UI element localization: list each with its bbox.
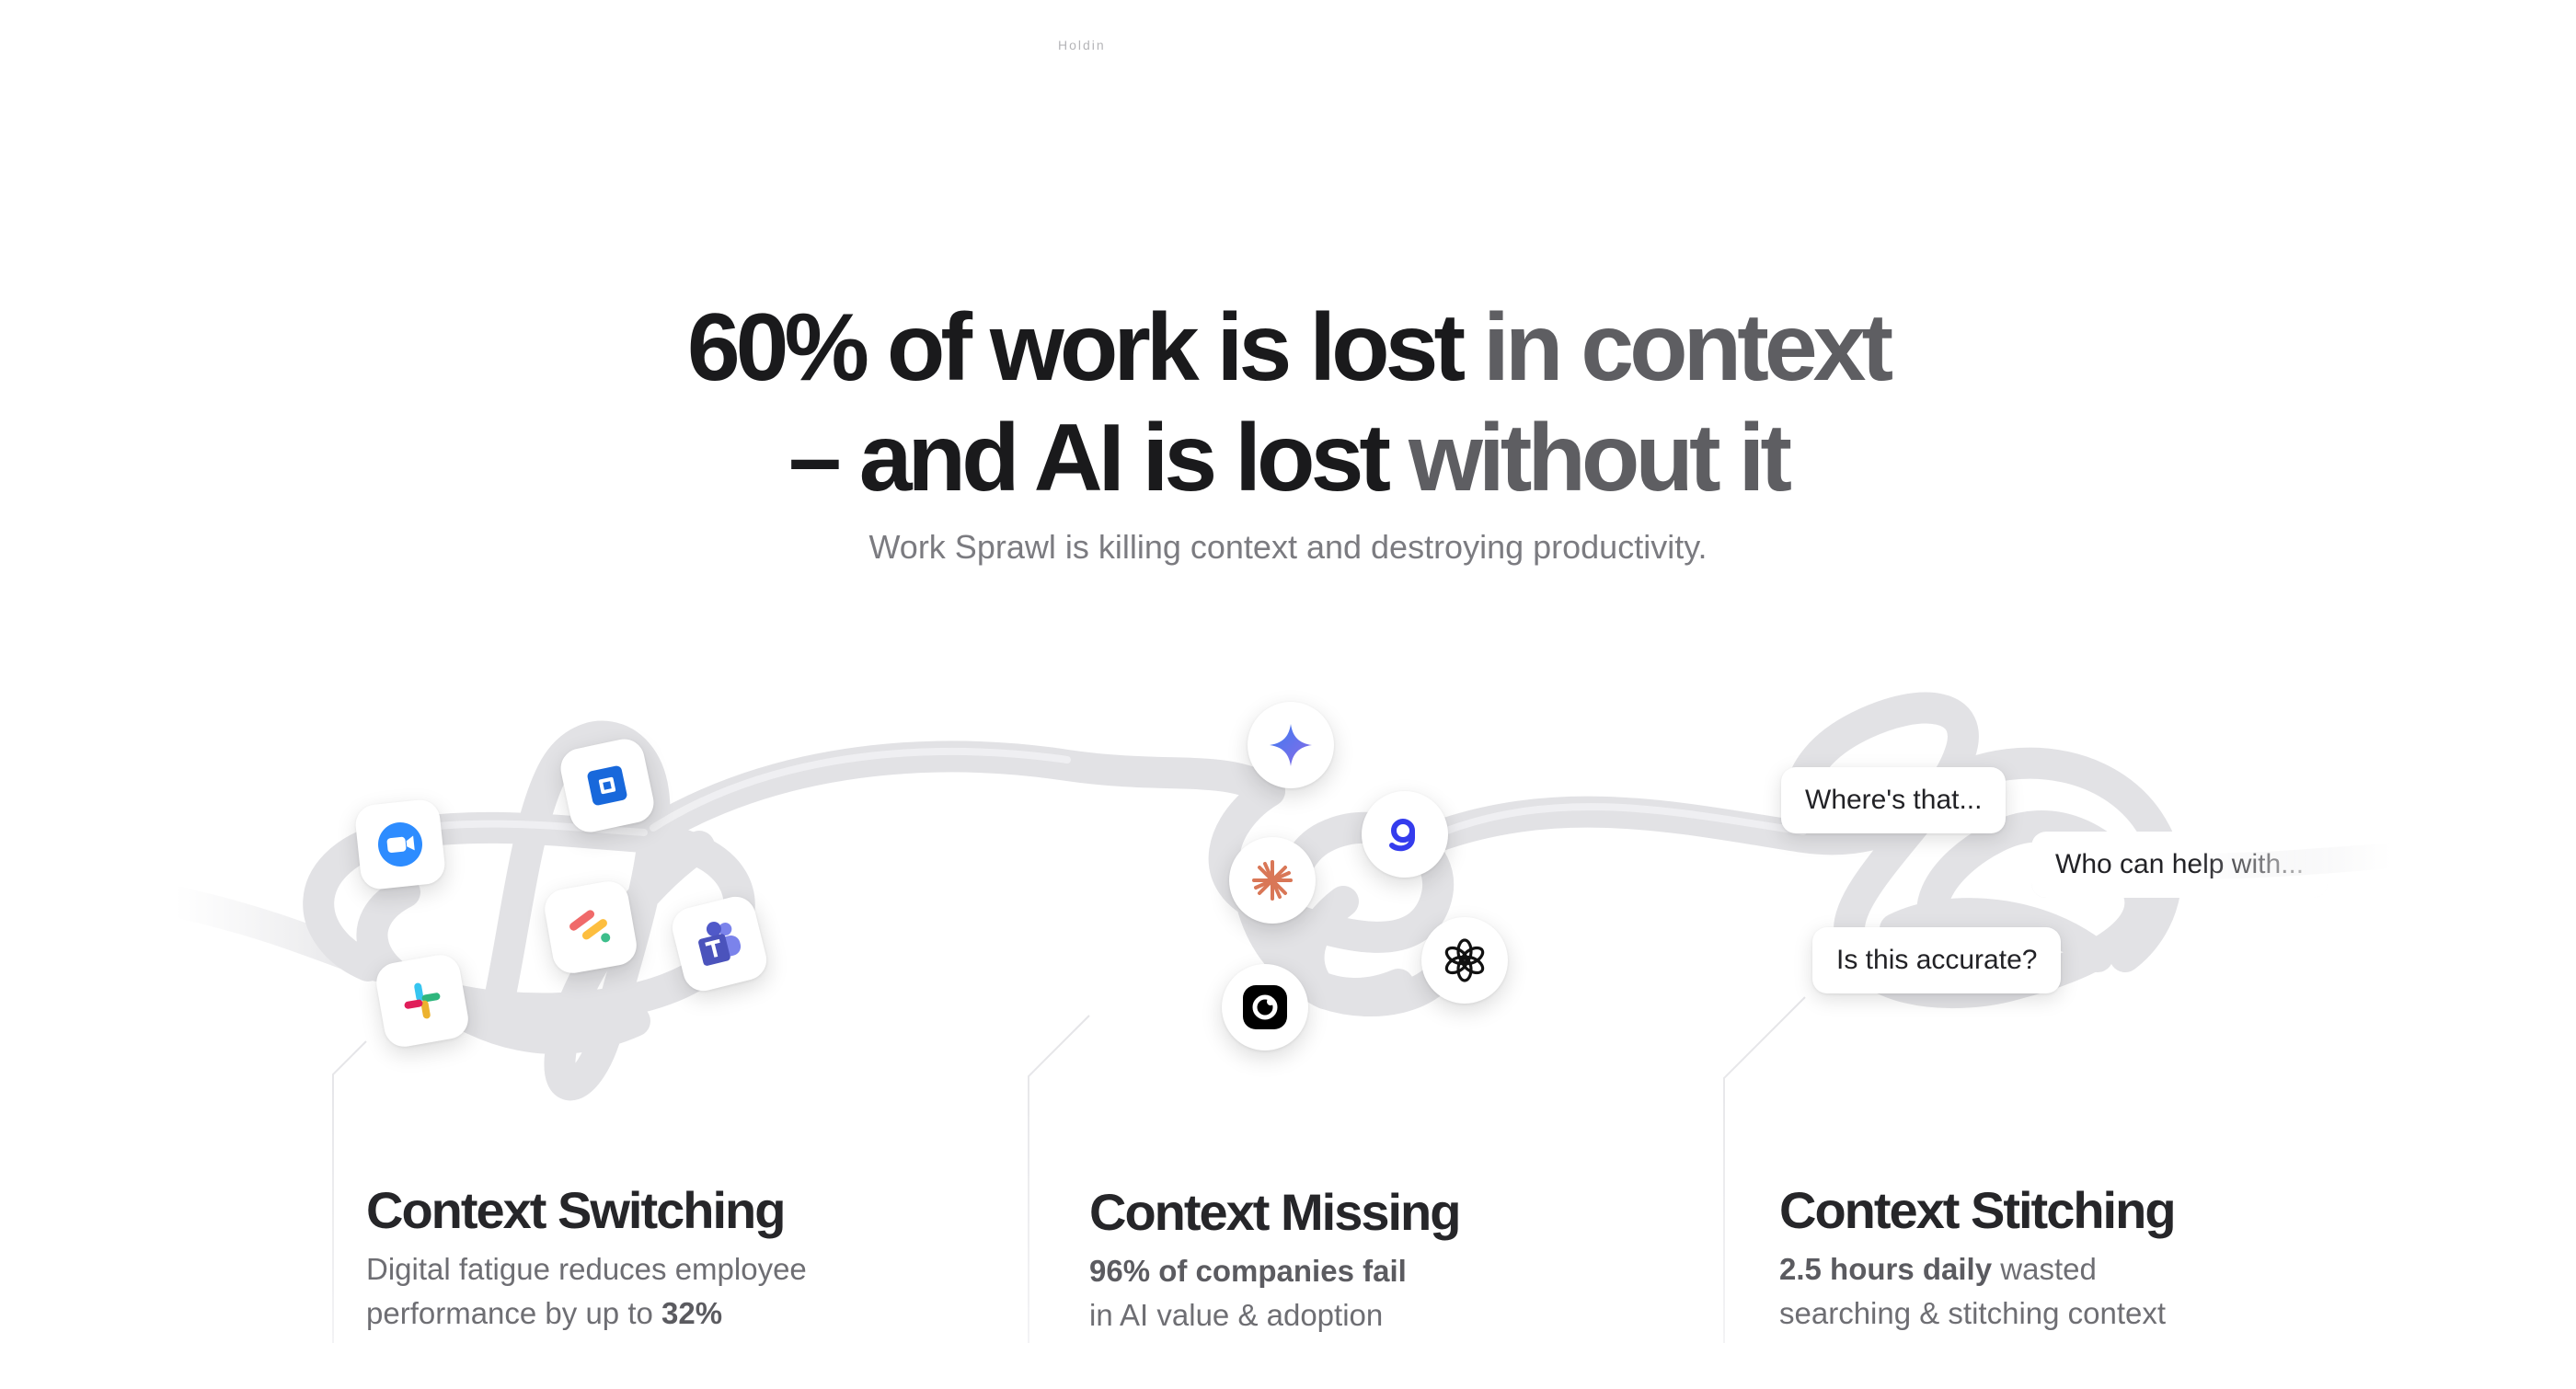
- page-subtitle: Work Sprawl is killing context and destr…: [868, 528, 1708, 566]
- question-bubble-who-can-help: Who can help with...: [2031, 832, 2329, 898]
- card-stat: 32%: [661, 1296, 723, 1330]
- headline-line2-dark: – and AI is lost: [788, 405, 1391, 511]
- card-body-line: wasted: [1992, 1252, 2097, 1286]
- zoom-icon: [353, 798, 447, 891]
- gemini-icon: [1248, 702, 1334, 788]
- card-body-line: performance by up to: [366, 1296, 662, 1330]
- card-body-context-switching: Digital fatigue reduces employee perform…: [366, 1247, 881, 1336]
- headline-line1-grey: in context: [1461, 294, 1893, 401]
- slack-icon: [373, 951, 472, 1050]
- card-body-context-missing: 96% of companies fail in AI value & adop…: [1089, 1249, 1604, 1337]
- claude-icon: [1229, 837, 1316, 924]
- glean-icon: [1362, 791, 1448, 878]
- card-body-line: Digital fatigue reduces employee: [366, 1252, 807, 1286]
- card-body-context-stitching: 2.5 hours daily wasted searching & stitc…: [1779, 1247, 2294, 1336]
- teams-icon: [668, 892, 771, 995]
- card-title-context-switching: Context Switching: [366, 1181, 786, 1239]
- jira-icon: [557, 735, 658, 836]
- copilot-icon: [1222, 964, 1308, 1050]
- headline-line2-grey: without it: [1386, 405, 1792, 511]
- top-fragment: Holdin: [1058, 40, 1106, 52]
- question-bubble-wheres-that: Where's that...: [1781, 767, 2007, 833]
- card-body-line: in AI value & adoption: [1089, 1298, 1384, 1332]
- card-body-line: searching & stitching context: [1779, 1296, 2167, 1330]
- headline-line1-dark: 60% of work is lost: [686, 294, 1466, 401]
- card-title-context-stitching: Context Stitching: [1779, 1181, 2177, 1239]
- asana-icon: [541, 878, 640, 977]
- card-stat: 2.5 hours daily: [1779, 1252, 1993, 1286]
- question-bubble-is-this-accurate: Is this accurate?: [1812, 927, 2062, 993]
- card-stat: 96% of companies fail: [1089, 1254, 1407, 1288]
- chatgpt-icon: [1421, 917, 1508, 1004]
- card-title-context-missing: Context Missing: [1089, 1183, 1461, 1241]
- page-headline: 60% of work is lost in context – and AI …: [0, 293, 2576, 513]
